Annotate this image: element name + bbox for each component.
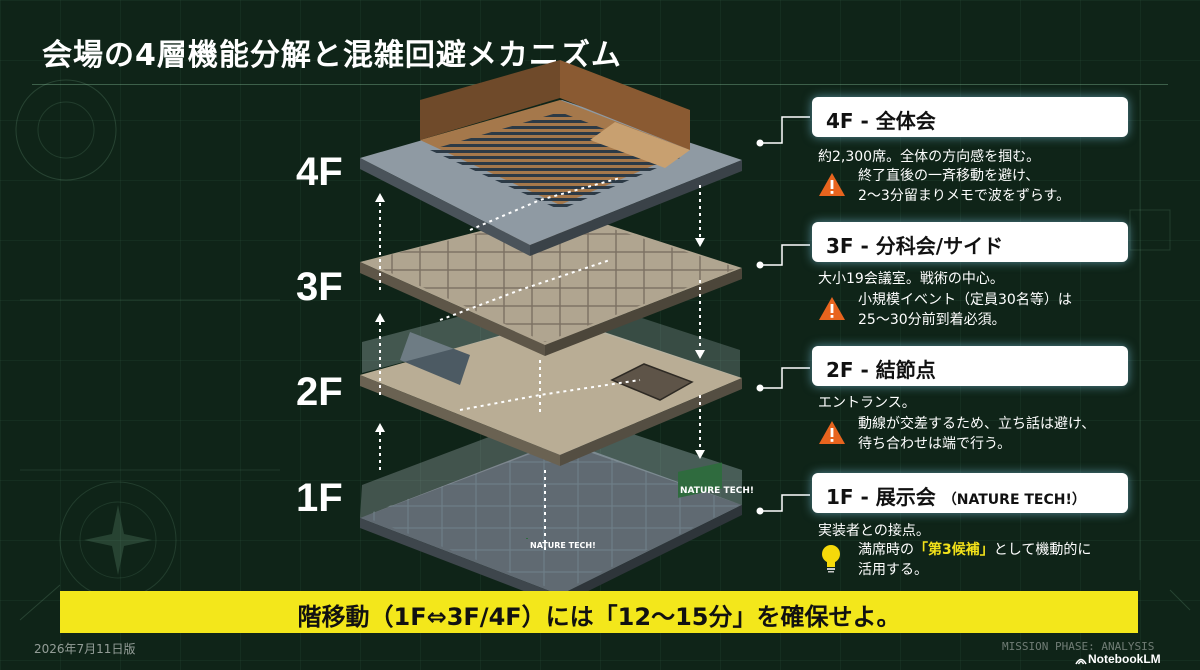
note-line-1f-2: 活用する。 <box>858 562 928 578</box>
label-box-2f: 2F - 結節点 <box>812 346 1128 386</box>
banner-text: 階移動（1F⇔3F/4F）には「12〜15分」を確保せよ。 <box>297 603 901 631</box>
warning-icon <box>819 421 845 444</box>
note-line-3f-1: 小規模イベント（定員30名等）は <box>858 292 1072 308</box>
page-title: 会場の4層機能分解と混雑回避メカニズム <box>42 38 622 73</box>
flow-arrows <box>379 177 701 550</box>
brand-label: NotebookLM <box>1088 652 1161 666</box>
floor-4f-slab <box>360 60 742 256</box>
description-4f: 約2,300席。全体の方向感を掴む。 <box>818 149 1041 165</box>
description-1f: 実装者との接点。 <box>818 523 930 539</box>
floor-label-3f: 3F <box>296 265 343 309</box>
sign-nature-tech-2: NATURE TECH! <box>530 541 596 550</box>
label-box-4f: 4F - 全体会 <box>812 97 1128 137</box>
note-line-2f-1: 動線が交差するため、立ち話は避け、 <box>858 416 1096 432</box>
label-subtitle-1f: （NATURE TECH!） <box>942 492 1086 508</box>
mission-phase-label: MISSION PHASE: ANALYSIS <box>1002 640 1155 653</box>
label-title-2f: 2F - 結節点 <box>826 358 936 382</box>
note-line-3f-2: 25〜30分前到着必須。 <box>858 312 1006 328</box>
note-line-1f-1: 満席時の「第3候補」として機動的に <box>858 542 1092 558</box>
floor-label-2f: 2F <box>296 370 343 414</box>
floor-3f-slab <box>360 210 742 356</box>
lightbulb-icon <box>822 545 840 573</box>
floor-label-1f: 1F <box>296 476 343 520</box>
warning-icon <box>819 297 845 320</box>
note-line-2f-2: 待ち合わせは端で行う。 <box>858 436 1012 452</box>
label-box-1f: 1F - 展示会 （NATURE TECH!） <box>812 473 1128 513</box>
sign-nature-tech: NATURE TECH! <box>680 486 754 496</box>
label-title-3f: 3F - 分科会/サイド <box>826 234 1004 258</box>
note-line-4f-2: 2〜3分留まりメモで波をずらす。 <box>858 188 1071 204</box>
floor-2f-slab <box>360 290 742 466</box>
description-2f: エントランス。 <box>818 395 916 411</box>
note-1f: 満席時の「第3候補」として機動的に 活用する。 <box>818 540 1148 584</box>
label-title-1f: 1F - 展示会 <box>826 485 936 509</box>
label-box-3f: 3F - 分科会/サイド <box>812 222 1128 262</box>
arrow-heads <box>375 193 705 459</box>
notebooklm-logo-icon <box>1075 658 1087 665</box>
callout-connectors <box>760 116 810 512</box>
note-3f: 小規模イベント（定員30名等）は 25〜30分前到着必須。 <box>818 290 1148 334</box>
key-message-banner: 階移動（1F⇔3F/4F）には「12〜15分」を確保せよ。 <box>60 591 1138 633</box>
version-date: 2026年7月11日版 <box>34 642 136 656</box>
floor-label-4f: 4F <box>296 150 343 194</box>
description-3f: 大小19会議室。戦術の中心。 <box>818 271 1004 287</box>
note-4f: 終了直後の一斉移動を避け、 2〜3分留まりメモで波をずらす。 <box>818 166 1148 210</box>
highlight-third-choice: 「第3候補」 <box>914 542 994 558</box>
label-title-4f: 4F - 全体会 <box>826 109 936 133</box>
note-2f: 動線が交差するため、立ち話は避け、 待ち合わせは端で行う。 <box>818 414 1148 458</box>
note-line-4f-1: 終了直後の一斉移動を避け、 <box>858 168 1040 184</box>
callout-dots <box>756 139 764 515</box>
warning-icon <box>819 173 845 196</box>
